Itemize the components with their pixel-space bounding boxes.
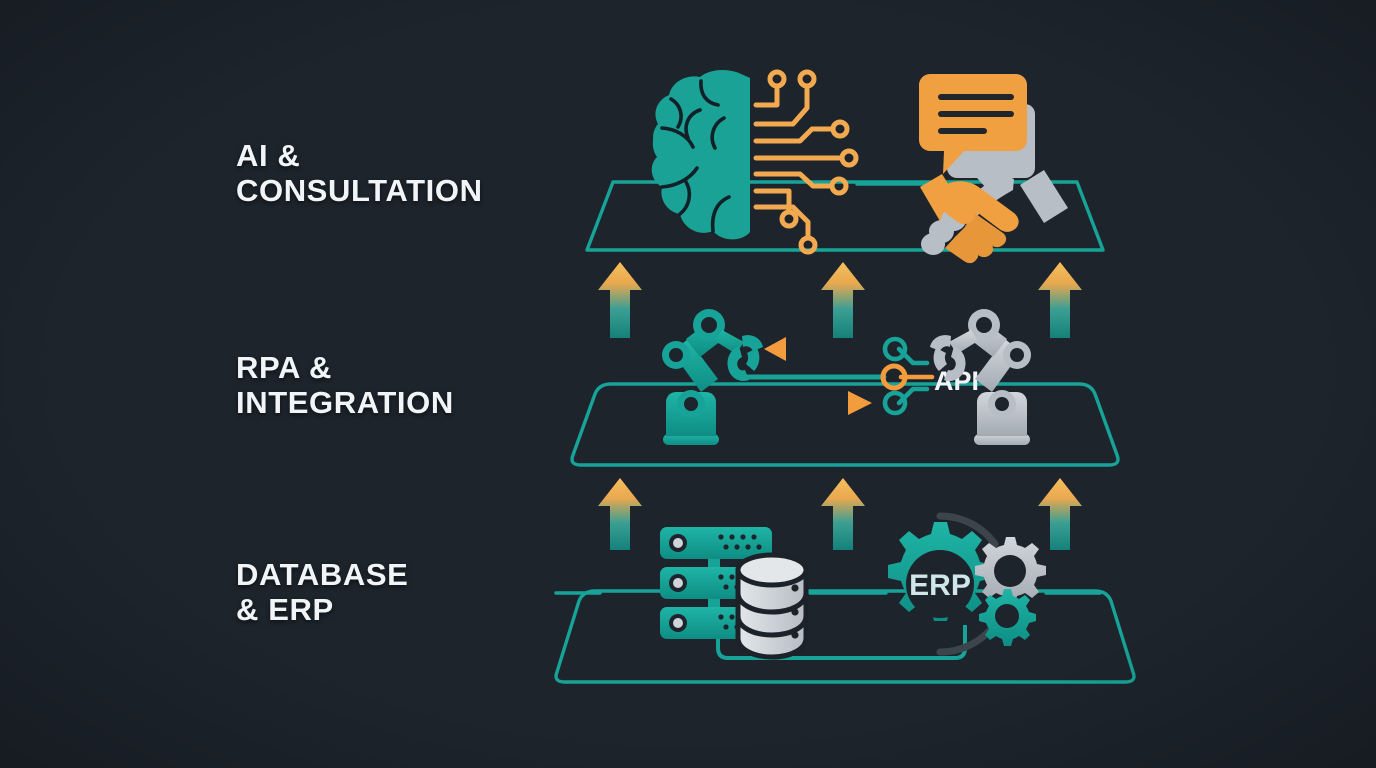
platform-rpa-integration <box>570 382 1120 467</box>
flow-arrow-right <box>734 391 872 415</box>
riser-arrow <box>821 262 865 338</box>
layer-label-ai-consultation: AI & CONSULTATION <box>236 138 483 208</box>
layer-label-rpa-integration: RPA & INTEGRATION <box>236 350 454 420</box>
flow-arrows-rpa <box>734 337 887 415</box>
riser-arrow <box>821 478 865 550</box>
layer-label-database-erp: DATABASE & ERP <box>236 557 409 627</box>
handshake-icon <box>920 170 1068 264</box>
erp-label: ERP <box>909 569 971 602</box>
platform-database-erp <box>554 589 1136 684</box>
robot-arm-teal-icon <box>662 309 763 445</box>
gear-small-teal-icon <box>979 589 1036 646</box>
robot-arm-gray-icon <box>930 309 1031 445</box>
gear-gray-icon <box>975 537 1046 604</box>
riser-arrows-gap-2 <box>598 478 1082 550</box>
flow-arrow-left <box>764 337 880 361</box>
routing-line-db-erp <box>716 620 967 660</box>
erp-gear-icon <box>888 512 999 656</box>
riser-arrows-gap-1 <box>598 262 1082 338</box>
api-node-icon <box>880 336 935 416</box>
riser-arrow <box>598 262 642 338</box>
platform-outline-db <box>554 589 1136 684</box>
brain-circuit-icon <box>651 69 859 255</box>
riser-arrow <box>598 478 642 550</box>
chat-bubbles-icon <box>919 74 1035 200</box>
platform-outline-rpa <box>570 382 1120 467</box>
riser-arrow <box>1038 478 1082 550</box>
riser-arrow <box>1038 262 1082 338</box>
database-cylinder-icon <box>735 552 809 660</box>
platform-outline-ai <box>585 180 1105 252</box>
